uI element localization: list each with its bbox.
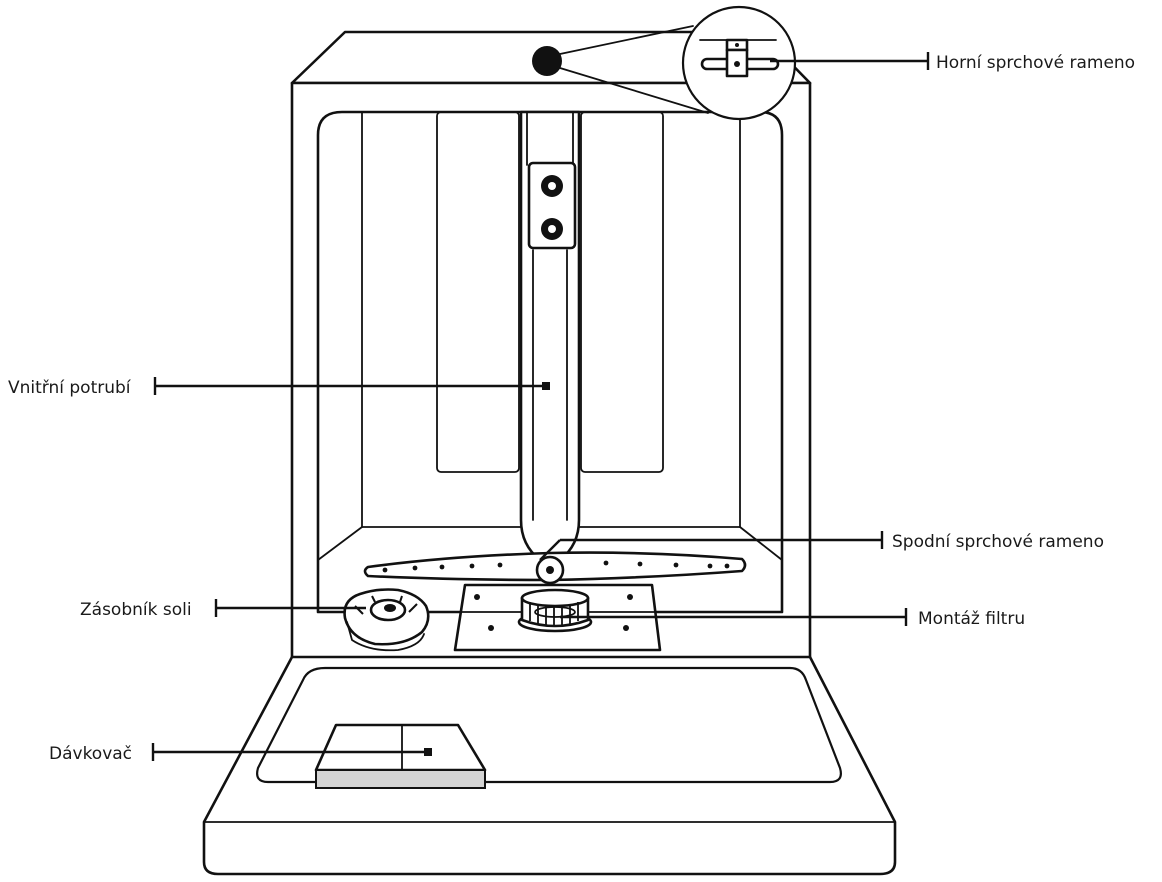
dispenser bbox=[314, 723, 487, 772]
label-salt-container: Zásobník soli bbox=[80, 600, 192, 620]
door-inner-panel bbox=[256, 666, 842, 784]
upper-spray-arm-marker-icon bbox=[532, 46, 562, 76]
spray-arm-hub-center-icon bbox=[546, 566, 554, 574]
inset-mount-screw-icon bbox=[735, 43, 739, 47]
back-wall-panel-right bbox=[580, 111, 664, 473]
filter-plate-screw-icon bbox=[488, 625, 494, 631]
leader-lower-spray-arm bbox=[539, 539, 561, 561]
magnifier-line-bottom bbox=[559, 67, 709, 114]
label-upper-spray-arm: Horní sprchové rameno bbox=[936, 53, 1135, 73]
label-filter-assembly: Montáž filtru bbox=[918, 609, 1025, 629]
filter-plate-screw-icon bbox=[623, 625, 629, 631]
salt-container-ridges bbox=[354, 595, 418, 615]
filter-assembly-top bbox=[520, 588, 590, 608]
dispenser-front bbox=[315, 769, 486, 789]
label-lower-spray-arm: Spodní sprchové rameno bbox=[892, 532, 1104, 552]
filter-plate-screw-icon bbox=[627, 594, 633, 600]
back-wall-panel-left bbox=[436, 111, 520, 473]
leader-anchor-dispenser bbox=[424, 748, 432, 756]
salt-container-knob-icon bbox=[384, 604, 396, 612]
label-dispenser: Dávkovač bbox=[49, 744, 132, 764]
door bbox=[202, 655, 897, 876]
nozzle-inner-icon bbox=[548, 225, 556, 233]
filter-ribs bbox=[529, 602, 579, 626]
spray-arm-holes bbox=[382, 560, 730, 573]
nozzle-inner-icon bbox=[548, 182, 556, 190]
magnifier-line-top bbox=[559, 25, 694, 55]
pipe-connector bbox=[527, 161, 577, 250]
inset-hub-center-icon bbox=[734, 61, 740, 67]
leader-anchor-inner-pipe bbox=[542, 382, 550, 390]
tub-floor-right-diagonal bbox=[739, 526, 783, 561]
filter-plate-screw-icon bbox=[474, 594, 480, 600]
label-inner-pipe: Vnitřní potrubí bbox=[8, 378, 132, 398]
filter-ring bbox=[534, 606, 576, 618]
tub-floor-left-diagonal bbox=[317, 526, 363, 561]
salt-container-side bbox=[346, 621, 425, 652]
